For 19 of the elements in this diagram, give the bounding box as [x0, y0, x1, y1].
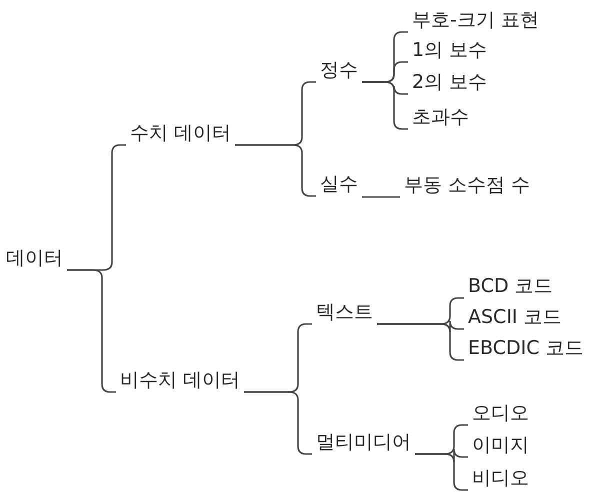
- node-label: 부호-크기 표현: [408, 8, 543, 32]
- connector-line: [362, 196, 400, 198]
- node-label: 1의 보수: [408, 38, 492, 62]
- node-label: BCD 코드: [464, 274, 557, 298]
- node-label: 2의 보수: [408, 70, 492, 94]
- node-label: 데이터: [2, 246, 67, 270]
- node-label: 이미지: [468, 433, 533, 457]
- node-label: 멀티미디어: [312, 430, 415, 454]
- node-label: 오디오: [468, 401, 533, 425]
- node-label: ASCII 코드: [464, 305, 566, 329]
- node-label: 실수: [316, 172, 362, 196]
- node-label: 정수: [316, 58, 362, 82]
- node-label: 텍스트: [312, 300, 377, 324]
- node-label: 수치 데이터: [126, 121, 236, 145]
- node-label: 비디오: [468, 466, 533, 490]
- node-label: 초과수: [408, 105, 473, 129]
- node-label: 부동 소수점 수: [400, 173, 534, 197]
- node-label: 비수치 데이터: [116, 368, 244, 392]
- node-label: EBCDIC 코드: [464, 336, 588, 360]
